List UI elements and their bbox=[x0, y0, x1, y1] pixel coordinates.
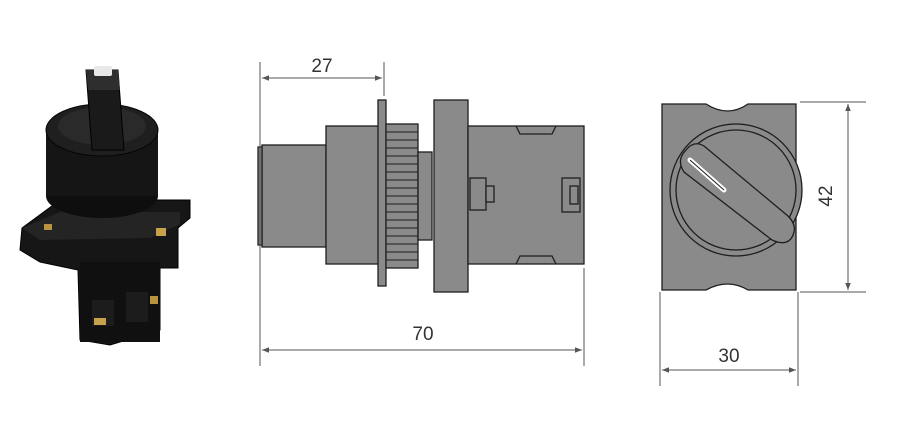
dimension-42-label: 42 bbox=[816, 185, 837, 206]
ring-ribs bbox=[386, 131, 418, 261]
front-view bbox=[661, 103, 803, 291]
side-view bbox=[257, 99, 585, 293]
front-dimensions bbox=[659, 101, 866, 386]
dimension-30-label: 30 bbox=[718, 346, 739, 367]
side-dimensions bbox=[259, 62, 585, 366]
dimension-70-label: 70 bbox=[412, 324, 433, 345]
dimension-27-label: 27 bbox=[311, 56, 332, 77]
product-photo bbox=[19, 66, 191, 346]
